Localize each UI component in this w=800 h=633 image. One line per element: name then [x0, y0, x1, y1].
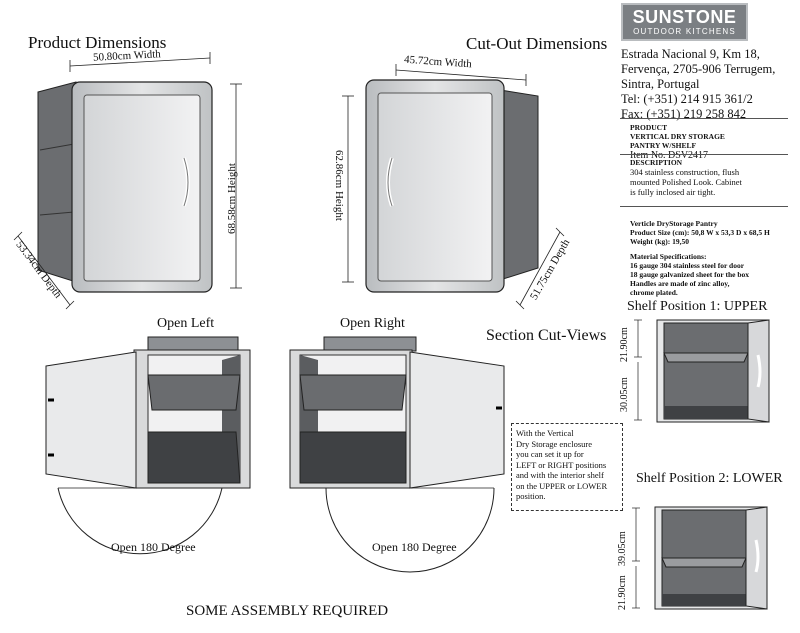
open-right-drawing [289, 336, 505, 573]
heading-open-left: Open Left [157, 316, 215, 331]
label-product-height: 68.58cm Height [226, 163, 238, 234]
divider [620, 118, 788, 119]
label-cut-height: 62.86cm Height [333, 150, 345, 221]
heading-open-right: Open Right [340, 316, 405, 331]
specs-name: Verticle DryStorage Pantry [630, 219, 718, 228]
item-number: Item No. DSV2417 [630, 150, 709, 161]
assembly-notice: SOME ASSEMBLY REQUIRED [186, 603, 389, 619]
brand-name: SUNSTONE [632, 7, 737, 27]
note-line: you can set it up for [516, 449, 584, 459]
cutout-dimension-lines [342, 64, 565, 310]
heading-product-dimensions: Product Dimensions [28, 33, 167, 52]
specs-size: Product Size (cm): 50,8 W x 53,3 D x 68,… [630, 228, 770, 237]
product-name: VERTICAL DRY STORAGE [630, 132, 725, 141]
heading-shelf-upper: Shelf Position 1: UPPER [627, 299, 768, 314]
configuration-note: With the Vertical Dry Storage enclosure … [511, 423, 623, 511]
description-label: DESCRIPTION [630, 158, 683, 167]
section-lower-drawing [632, 506, 768, 610]
material-line: 18 gauge galvanized sheet for the box [630, 270, 750, 279]
note-line: With the Vertical [516, 428, 574, 438]
note-line: Dry Storage enclosure [516, 438, 593, 449]
note-line: and with the interior shelf [516, 470, 604, 480]
sunstone-logo: SUNSTONE OUTDOOR KITCHENS [621, 3, 748, 41]
heading-shelf-lower: Shelf Position 2: LOWER [636, 471, 783, 486]
open-left-drawing [45, 336, 251, 555]
address-line: Estrada Nacional 9, Km 18, [621, 47, 760, 61]
divider [620, 206, 788, 207]
note-line: position. [516, 491, 546, 501]
description-text: is fully inclosed air tight. [630, 187, 716, 197]
material-line: chrome plated. [630, 288, 678, 297]
address-block: Estrada Nacional 9, Km 18, Fervença, 270… [621, 47, 775, 122]
product-block: PRODUCT VERTICAL DRY STORAGE PANTRY W/SH… [630, 123, 725, 162]
note-line: on the UPPER or LOWER [516, 480, 608, 491]
description-text: 304 stainless construction, flush [630, 167, 740, 177]
brand-tagline: OUTDOOR KITCHENS [633, 27, 736, 36]
product-cabinet [37, 81, 213, 293]
address-fax: Fax: (+351) 219 258 842 [621, 107, 747, 121]
note-line: LEFT or RIGHT positions [516, 459, 607, 470]
specs-weight: Weight (kg): 19,50 [630, 237, 689, 246]
label-upper-bottom: 30.05cm [619, 377, 630, 412]
label-lower-top: 39.05cm [617, 531, 628, 566]
material-line: 16 gauge 304 stainless steel for door [630, 261, 745, 270]
cutout-cabinet [365, 79, 539, 293]
label-upper-top: 21.90cm [619, 327, 630, 362]
product-label: PRODUCT [630, 123, 668, 132]
heading-cutout-dimensions: Cut-Out Dimensions [466, 34, 608, 53]
material-label: Material Specifications: [630, 252, 707, 261]
label-lower-bottom: 21.90cm [617, 575, 628, 610]
description-block: DESCRIPTION 304 stainless construction, … [630, 158, 742, 197]
label-open-180-right: Open 180 Degree [372, 540, 457, 554]
heading-section-cut: Section Cut-Views [486, 327, 607, 344]
material-line: Handles are made of zinc alloy, [630, 279, 730, 288]
address-line: Fervença, 2705-906 Terrugem, [621, 62, 776, 76]
product-dimension-lines [13, 52, 242, 310]
divider [620, 154, 788, 155]
address-line: Sintra, Portugal [621, 77, 700, 91]
address-tel: Tel: (+351) 214 915 361/2 [621, 92, 753, 106]
label-open-180-left: Open 180 Degree [111, 540, 196, 554]
section-upper-drawing [634, 319, 770, 423]
specs-block: Verticle DryStorage Pantry Product Size … [630, 219, 770, 297]
product-name: PANTRY W/SHELF [630, 141, 697, 150]
description-text: mounted Polished Look. Cabinet [630, 177, 742, 187]
